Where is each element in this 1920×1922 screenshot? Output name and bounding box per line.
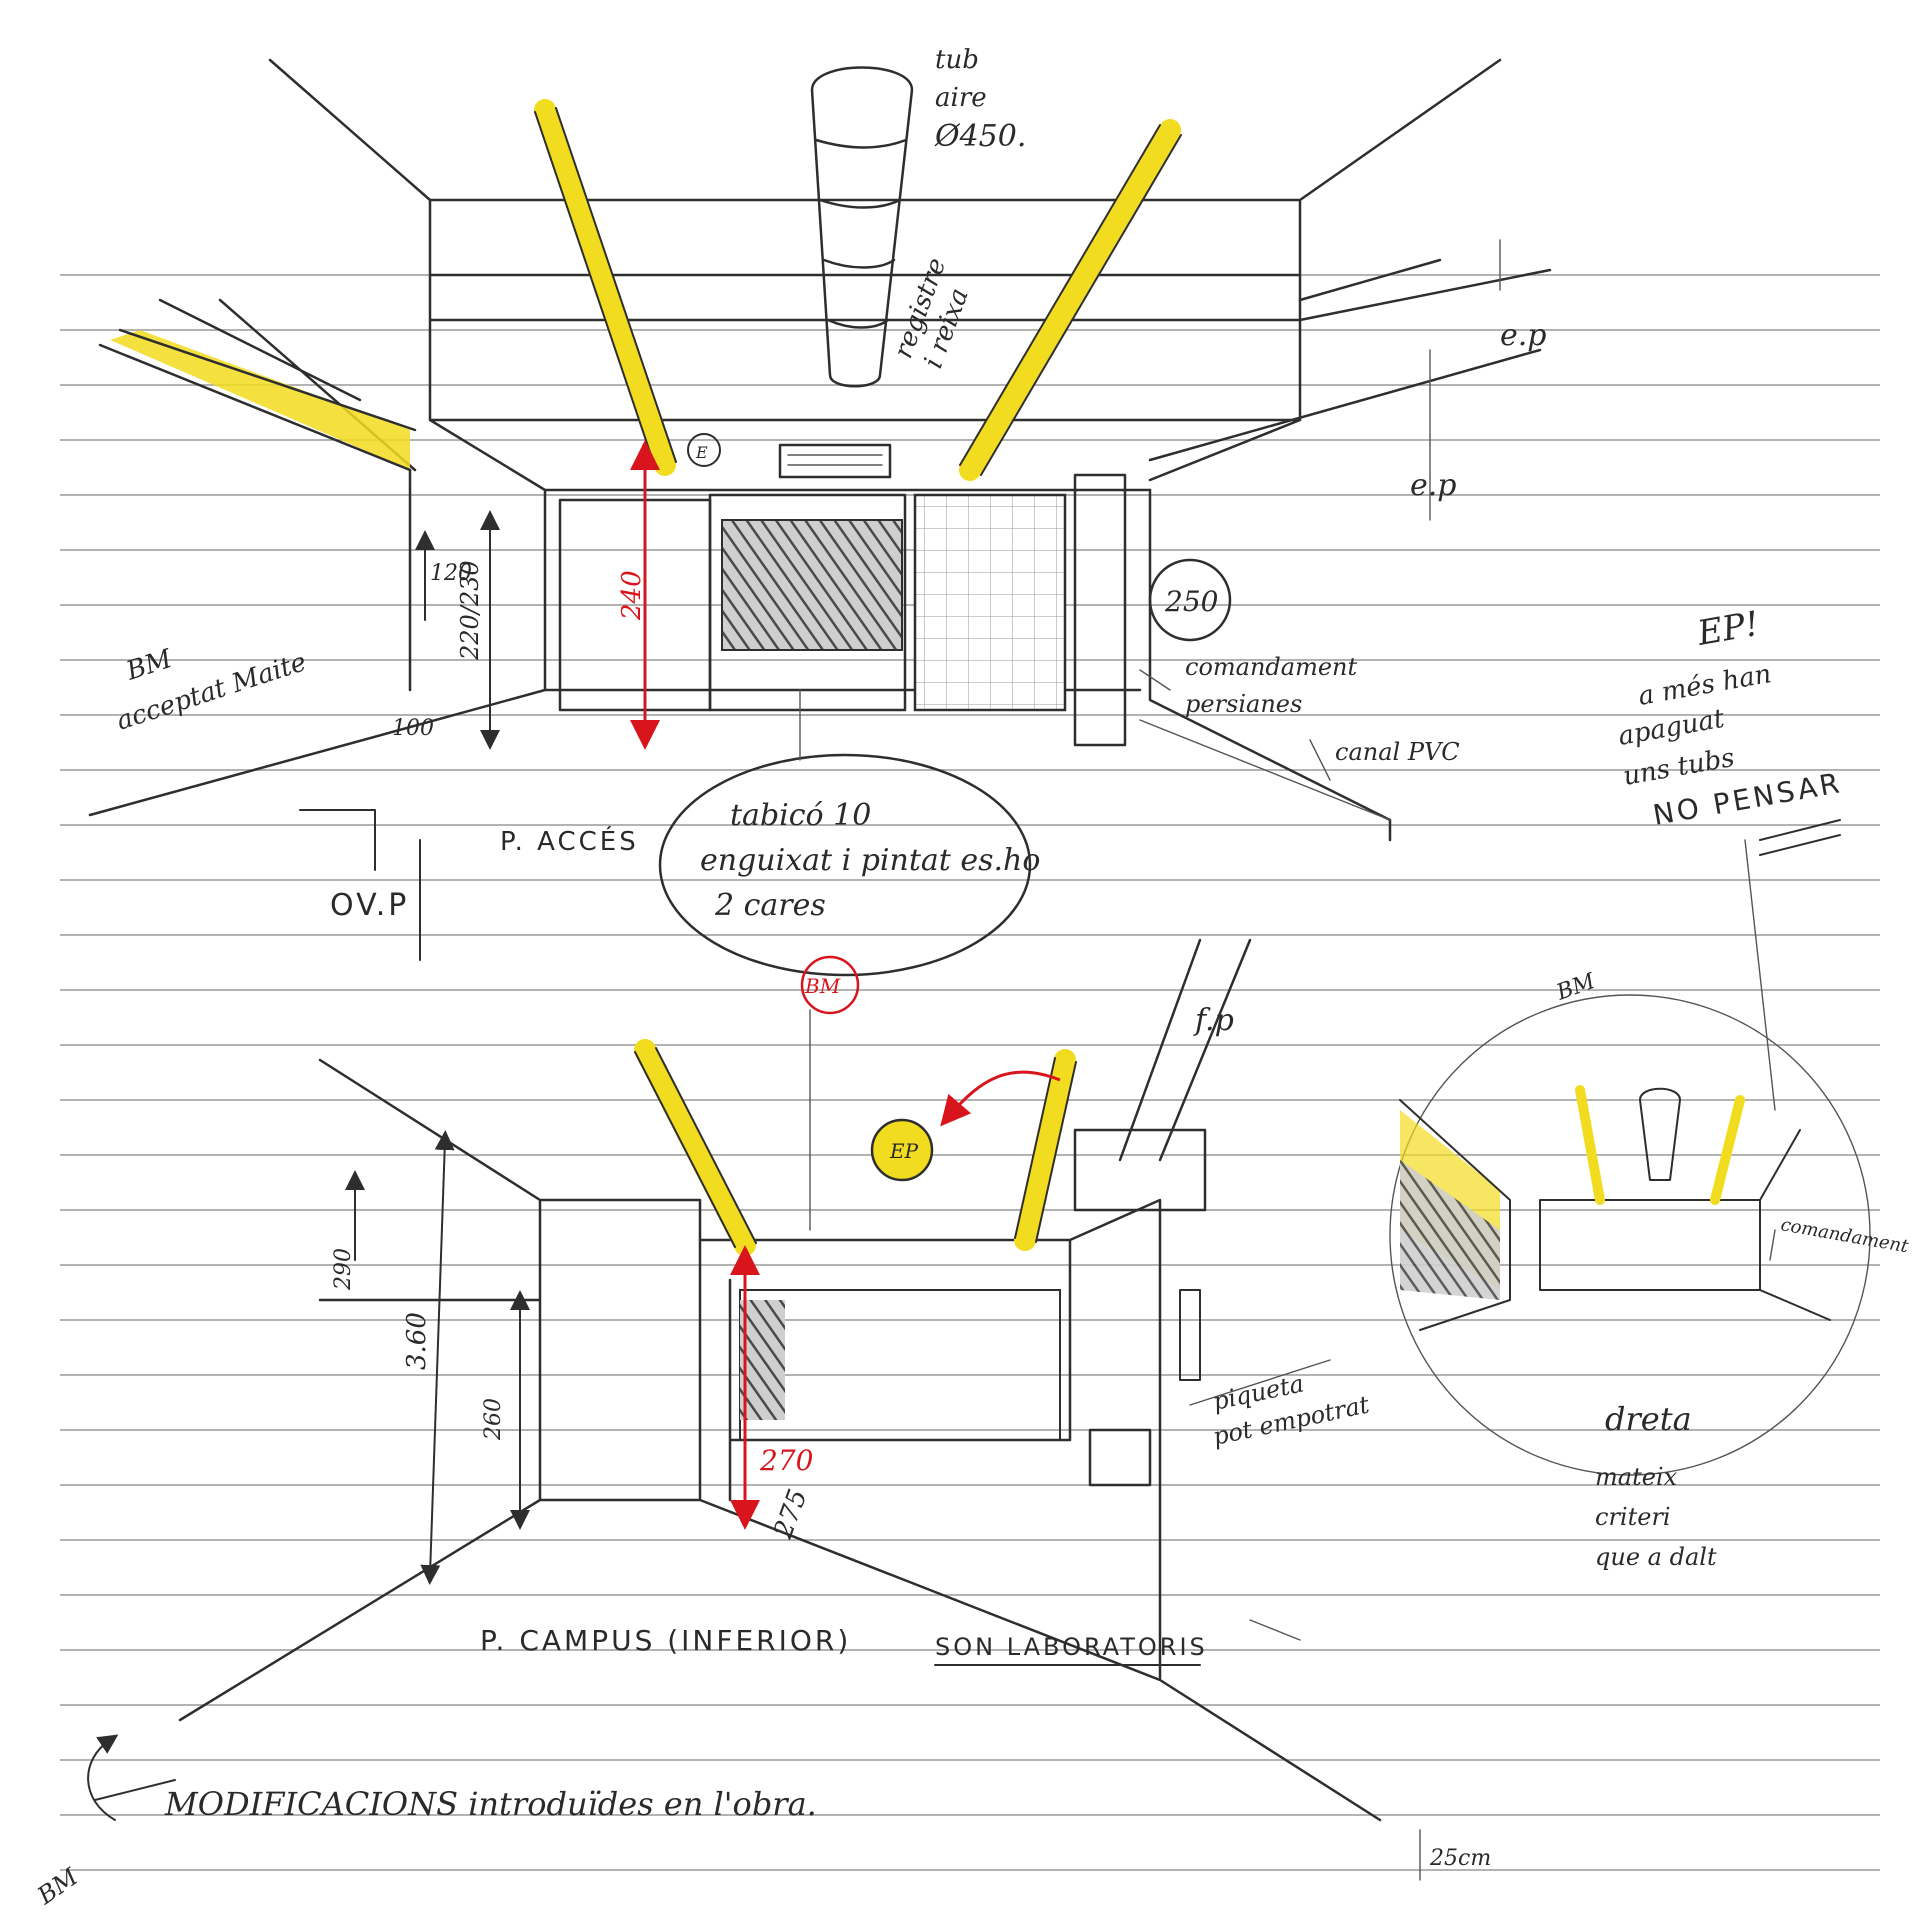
small-tube-right [1710,1095,1745,1205]
bottom-labels: BM EP f.p 290 3.60 260 270 275 piqueta p… [331,974,1491,1871]
bottom-leaders [809,1009,1421,1881]
red-dim-top: 240 [617,570,647,621]
tube-left-bottom [634,1039,756,1256]
red-dim-bottom: 270 [759,1444,813,1477]
badge-250: 250 [1164,585,1218,618]
pvc-channel: canal PVC [1335,738,1460,766]
small-initials: BM [1553,969,1599,1006]
small-duct [1639,1087,1681,1181]
right-note-ep: EP! [1694,604,1762,654]
small-perspective-sketch: BM comandament dreta mateix criteri que … [1389,969,1911,1571]
right-leaders [1139,239,1501,821]
air-grille [778,443,892,479]
tube-left-top-outline [534,107,677,468]
bubble-l2: enguixat i pintat es.ho [700,843,1040,878]
circled-initials: BM [804,974,841,998]
dim-360: 3.60 [402,1312,432,1370]
dim-120: 120 [430,561,472,586]
marker-e-circle [687,433,721,467]
left-wall-lines [88,298,1142,817]
ovp-leader [299,809,421,961]
ep-badge: EP [889,1139,919,1163]
top-perspective-sketch [88,58,1552,977]
small-caption-l4: que a dalt [1595,1543,1717,1571]
footer-text: MODIFICACIONS introduïdes en l'obra. [164,1785,817,1823]
right-note-l1: a més han [1636,659,1774,712]
right-note-l3: uns tubs [1621,743,1737,792]
ep-right-2: e.p [1410,468,1457,503]
small-tube-left [1575,1085,1605,1205]
bottom-hatch-strip [740,1300,785,1420]
bubble-l1: tabicó 10 [730,798,871,833]
right-note-l2: apaguat [1616,704,1727,752]
note-bubble [658,753,1032,977]
tube-left-bottom-outline [634,1047,757,1248]
ep-right-1: e.p [1500,318,1547,353]
right-note-underline [1759,819,1841,856]
small-control: comandament [1779,1214,1911,1257]
access-door-center [708,493,907,712]
dim-100: 100 [392,716,434,741]
footer-initials: BM [32,1862,85,1911]
badge-250-circle [1148,558,1232,642]
yellow-slab-left [110,330,410,470]
labs-note: SON LABORATORIS [935,1633,1208,1661]
right-note: EP! a més han apaguat uns tubs NO PENSAR [1616,604,1845,1111]
bottom-underlines [94,1664,1201,1801]
hatched-glazing-panel [721,519,903,651]
dim-275: 275 [768,1485,814,1543]
footer-arrow [87,1734,119,1821]
slab-left-outline [98,328,417,472]
wall-panel [1179,1289,1201,1381]
duct-note-l2: aire [935,83,987,113]
bubble-l3: 2 cares [714,888,826,923]
shutter-control-l2: persianes [1185,690,1302,718]
floor-label-bottom: P. CAMPUS (INFERIOR) [480,1624,851,1657]
tube-right-bottom-outline [1014,1057,1077,1243]
right-note-leader [1744,839,1776,1111]
ep-red-arrow [940,1070,1061,1127]
dim-25cm: 25cm [1429,1846,1491,1871]
pipe-box [1073,1128,1207,1212]
floor-label-top: P. ACCÉS [500,825,639,857]
ovp-label: OV.P [330,888,409,923]
top-labels: tub aire Ø450. registre i reixa e.p e.p … [113,45,1547,923]
initials-circle [800,955,860,1015]
pipe-fp [1118,938,1252,1162]
bottom-perspective-sketch [94,938,1421,1881]
bottom-window [739,1289,1061,1441]
dim-260: 260 [481,1398,506,1441]
duct-note-l3: Ø450. [934,119,1026,154]
sink-box [1088,1428,1152,1487]
footer-note: BM MODIFICACIONS introduïdes en l'obra. [32,1734,817,1911]
small-caption-l2: mateix [1595,1463,1678,1491]
tube-right-top [959,119,1181,481]
tube-left-top [534,99,676,476]
small-hatch-left [1400,1160,1500,1300]
small-leader [1769,1229,1776,1261]
marker-e: E [695,443,708,462]
small-room-outline [1399,1099,1831,1331]
shutter-column [1073,473,1127,747]
tube-right-bottom [1014,1049,1076,1251]
ep-badge-circle [870,1118,934,1182]
grid-panel [913,493,1067,712]
small-sketch-circle [1389,994,1871,1476]
ruled-lines [60,274,1880,1871]
dim-220-230: 220/230 [456,560,484,661]
dim-290: 290 [331,1248,356,1291]
air-grille-slats [787,454,883,466]
shutter-control-l1: comandament [1185,653,1358,681]
fp-label: f.p [1193,1003,1234,1038]
dim-line-360 [420,1130,455,1585]
right-wall-lines [1148,258,1552,842]
duct-note-l1: tub [935,45,979,75]
ok-initials-top: BM [122,644,177,687]
small-caption-l3: criteri [1595,1503,1671,1531]
small-caption-l1: dreta [1605,1400,1692,1438]
air-duct [810,66,914,388]
tube-right-top-outline [959,124,1182,476]
